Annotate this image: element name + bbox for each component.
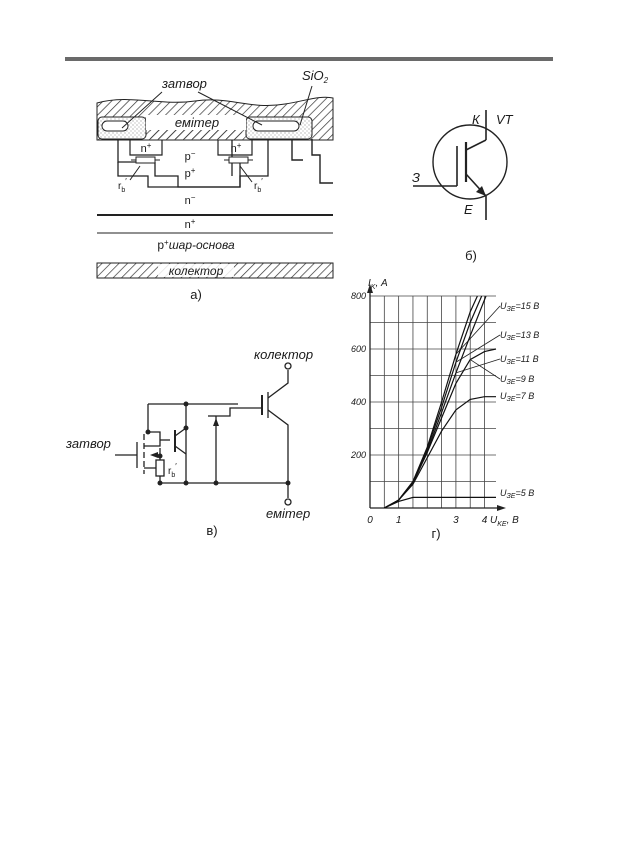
x-tick-label: 0 (367, 515, 373, 526)
series-line (384, 496, 496, 508)
k-label: К (472, 112, 481, 127)
n-plus-layer-label: n+ (185, 217, 196, 231)
x-tick-label: 4 (482, 515, 488, 526)
series-line (384, 396, 496, 508)
gate-pointer-right (197, 91, 263, 126)
gate-pointer-left (121, 91, 163, 129)
collector-terminal-label: колектор (254, 347, 313, 362)
fig-b-symbol: К VT З Е б) (412, 110, 514, 263)
x-tick-label: 3 (453, 515, 459, 526)
series-label: UЗЕ=15 В (500, 301, 539, 313)
x-tick-label: 1 (396, 515, 402, 526)
emitter-label: емітер (175, 115, 219, 130)
rb-circuit-label: rb′ (168, 462, 177, 479)
series-label: UЗЕ=13 В (500, 330, 539, 342)
rb-left (135, 156, 156, 164)
fig-a-caption: а) (190, 287, 202, 302)
series-label: UЗЕ=11 В (500, 354, 539, 366)
rb-left-label: rb′ (118, 177, 127, 194)
gate-terminal-label: затвор (65, 436, 111, 451)
rb-right-label: rb′ (254, 177, 263, 194)
emitter-terminal-label: емітер (266, 506, 310, 521)
x-axis-arrow (497, 505, 506, 511)
collector-label: колектор (169, 264, 224, 278)
series-label: UЗЕ=9 В (500, 374, 534, 386)
y-tick-label: 800 (351, 291, 366, 301)
y-axis-label: IK, А (368, 278, 388, 291)
fig-g-caption: г) (431, 526, 440, 541)
gate-electrode-right (252, 120, 300, 132)
n-plus-left: n+ (141, 141, 152, 155)
series-leader (455, 334, 501, 363)
p-plus-label: p+ (185, 166, 196, 180)
emitter-arrow (476, 186, 486, 196)
series-leader (470, 359, 501, 380)
oxide-label: SiO2 (302, 68, 329, 85)
fig-v-circuit (115, 362, 292, 506)
y-tick-label: 600 (351, 344, 366, 354)
n-plus-right: n+ (231, 141, 242, 155)
p-base-label: p+шар-основа (157, 238, 235, 252)
rb-right (228, 156, 249, 164)
gate-label: затвор (161, 76, 207, 91)
fig-b-caption: б) (465, 248, 477, 263)
vt-label: VT (496, 112, 514, 127)
series-leader (455, 358, 501, 374)
n-minus-label: n− (185, 193, 196, 207)
series-label: UЗЕ=7 В (500, 391, 534, 403)
e-label: Е (464, 202, 473, 217)
gate-electrode-left (101, 120, 129, 132)
fig-a-cross-section: емітер n+ n+ p− p+ n− rb′ rb′ n+ p+шар-о… (96, 68, 334, 302)
oxide-pointer (299, 85, 313, 126)
fig-g-chart: 200 400 600 800 0 1 3 4 IK, А UKE, В UЗЕ=15 В UЗЕ=1… (350, 278, 539, 541)
gate-symbol-label: З (412, 170, 420, 185)
series-leader (455, 305, 501, 355)
y-tick-label: 200 (350, 450, 366, 460)
p-minus-label: p− (185, 149, 196, 163)
top-rule (65, 57, 553, 61)
igbt-circle (432, 124, 508, 200)
x-axis-label: UKE, В (490, 515, 519, 528)
y-axis-arrow (367, 284, 373, 293)
series-label: UЗЕ=5 В (500, 488, 534, 500)
y-tick-label: 400 (351, 397, 366, 407)
fig-v-caption: в) (206, 523, 217, 538)
